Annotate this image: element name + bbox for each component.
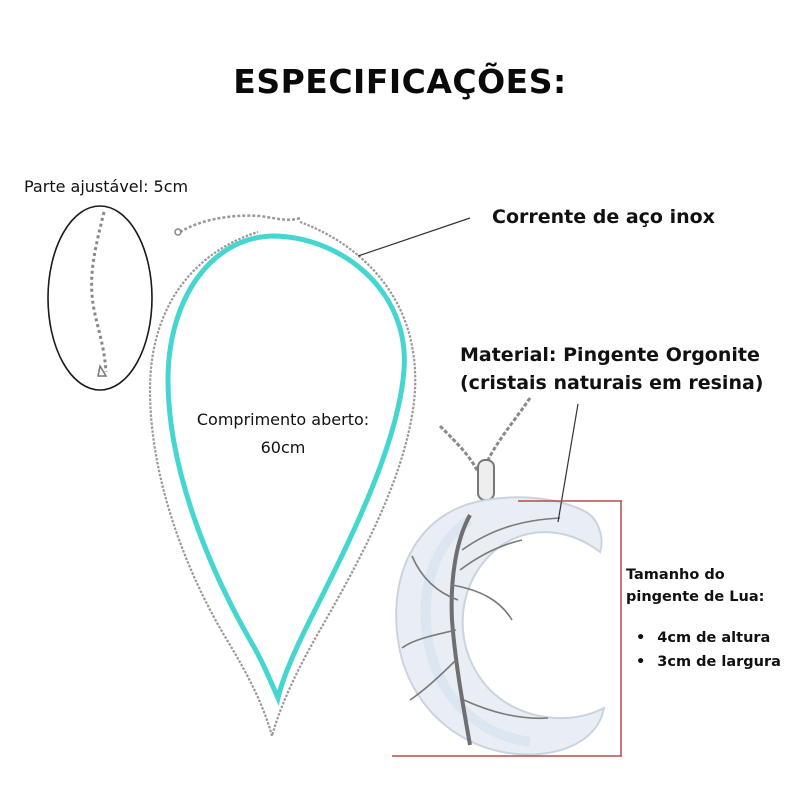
open-length-outline bbox=[165, 233, 407, 706]
size-width-item: 3cm de largura bbox=[636, 650, 781, 674]
pendant-bail bbox=[477, 459, 495, 501]
material-line-1: Material: Pingente Orgonite bbox=[460, 344, 760, 366]
material-pointer-line bbox=[557, 403, 579, 523]
adjustable-zoom-ellipse bbox=[47, 205, 153, 391]
pendant-material-label: Material: Pingente Orgonite (cristais na… bbox=[460, 341, 763, 397]
extender-drop bbox=[97, 363, 108, 377]
material-line-2: (cristais naturais em resina) bbox=[460, 372, 764, 394]
extender-end bbox=[174, 228, 182, 236]
size-title-line-1: Tamanho do bbox=[626, 567, 725, 583]
length-line-2: 60cm bbox=[260, 438, 306, 457]
extender-chain bbox=[179, 214, 301, 234]
pendant-size-list: 4cm de altura 3cm de largura bbox=[622, 626, 781, 674]
tree-of-life-branches bbox=[401, 517, 561, 720]
page-title: ESPECIFICAÇÕES: bbox=[233, 62, 567, 101]
chain-pointer-line bbox=[357, 217, 471, 257]
size-height-item: 4cm de altura bbox=[636, 626, 781, 650]
pendant-chain-right bbox=[486, 397, 532, 461]
necklace-chain bbox=[148, 220, 417, 741]
tree-of-life-trunk bbox=[449, 514, 472, 746]
moon-highlight bbox=[420, 515, 531, 747]
pendant-chain-left bbox=[438, 424, 480, 473]
pendant-size-title: Tamanho do pingente de Lua: bbox=[626, 564, 764, 608]
length-line-1: Comprimento aberto: bbox=[196, 410, 370, 429]
extender-chain-zoom bbox=[90, 211, 108, 373]
size-title-line-2: pingente de Lua: bbox=[626, 589, 765, 605]
adjustable-part-label: Parte ajustável: 5cm bbox=[24, 177, 189, 196]
chain-material-label: Corrente de aço inox bbox=[492, 206, 715, 228]
open-length-label: Comprimento aberto: 60cm bbox=[168, 406, 398, 462]
